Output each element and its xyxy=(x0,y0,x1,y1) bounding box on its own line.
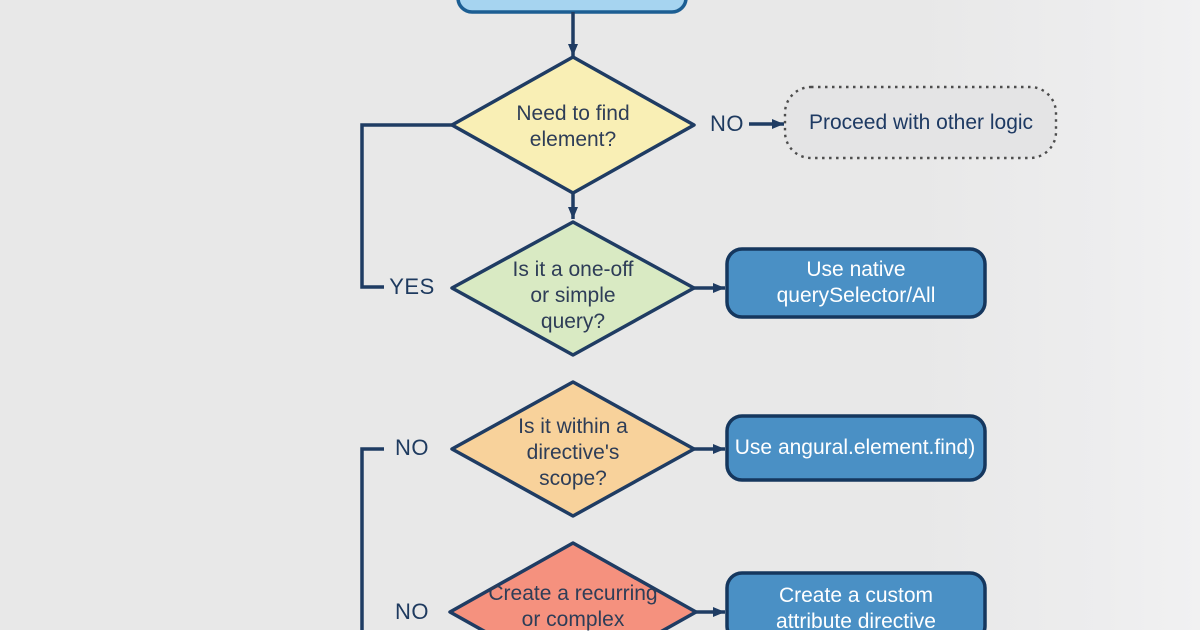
edge-label-no-2: NO xyxy=(395,435,429,460)
decision-recurring-complex-label: Create a recurring or complex xyxy=(488,582,658,631)
custom-attribute-directive-node xyxy=(725,571,987,630)
start-node xyxy=(456,0,688,14)
decision-directive-scope-diamond xyxy=(450,380,696,518)
use-native-queryselector-node xyxy=(725,247,987,319)
edge-label-no-3: NO xyxy=(395,599,429,624)
connector-yes-elbow xyxy=(360,123,452,289)
connector-no-elbow-down xyxy=(360,447,384,630)
decision-one-off-diamond xyxy=(450,220,696,357)
decision-directive-scope-label: Is it within a directive's scope? xyxy=(518,415,628,490)
edge-label-yes: YES xyxy=(389,274,435,299)
decision-need-to-find-label: Need to find element? xyxy=(516,102,630,151)
use-angular-element-find-node xyxy=(725,414,987,482)
custom-attribute-directive-label: Create a custom attribute directive xyxy=(776,584,936,633)
use-native-queryselector-label: Use native querySelector/All xyxy=(776,258,936,307)
decision-recurring-complex-diamond xyxy=(448,541,698,630)
proceed-other-logic-node xyxy=(783,85,1058,160)
decision-one-off-label: Is it a one-off or simple query? xyxy=(512,258,634,333)
edge-label-no-1: NO xyxy=(710,111,744,136)
proceed-other-logic-label: Proceed with other logic xyxy=(808,111,1034,134)
use-angular-element-find-label: Use angural.element.find) xyxy=(734,436,976,459)
